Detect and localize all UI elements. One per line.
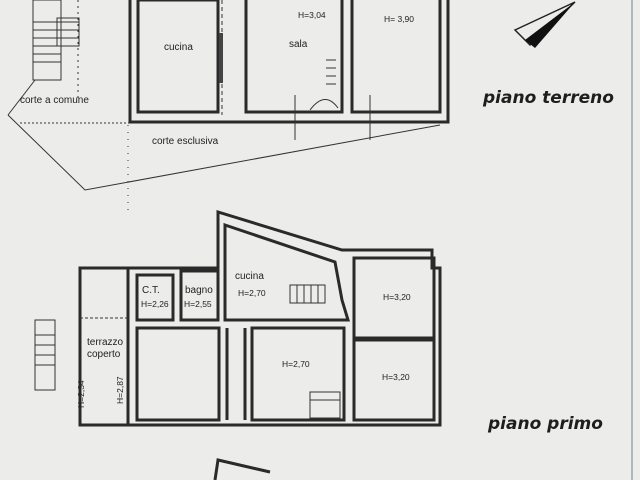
- compass-arrow-icon: [513, 1, 576, 48]
- terrace-label: coperto: [87, 349, 121, 360]
- stairs: [34, 319, 56, 391]
- ground-floor-plan: cucina sala H=3,04 H= 3,90 corte a comun…: [7, 0, 450, 215]
- room-height: H=2,26: [141, 299, 169, 309]
- room-height: H=2,70: [282, 359, 310, 369]
- room-ct: [135, 273, 175, 322]
- room-height: H=2,55: [184, 299, 212, 309]
- room-height: H= 3,90: [384, 14, 414, 24]
- room-cucina: [136, 0, 220, 114]
- room-label: cucina: [164, 42, 193, 53]
- area-label: corte esclusiva: [152, 136, 219, 147]
- room-height: H=3,20: [383, 292, 411, 302]
- courtyard-boundary: [7, 79, 36, 116]
- room-height: H=2,70: [238, 288, 266, 298]
- floor-title: piano primo: [487, 414, 603, 434]
- terrace-height: H=2,87: [115, 376, 125, 404]
- room-height: H=3,04: [298, 10, 326, 20]
- room-label: bagno: [185, 285, 213, 296]
- stairs: [32, 0, 80, 81]
- terrace-height: H=2,34: [76, 380, 86, 408]
- room-bagno: [179, 269, 220, 322]
- room-label: cucina: [235, 271, 264, 282]
- floor-title: piano terreno: [482, 88, 614, 108]
- stairs: [289, 284, 341, 419]
- first-floor-plan: C.T. H=2,26 bagno H=2,55 cucina H=2,70 H…: [34, 209, 442, 427]
- stair-sala: [309, 59, 339, 111]
- area-label: corte a comune: [20, 95, 89, 106]
- next-floor-partial: [213, 458, 271, 480]
- room-label: sala: [289, 39, 308, 50]
- room-label: C.T.: [142, 285, 160, 296]
- terrace-label: terrazzo: [87, 337, 124, 348]
- room-height: H=3,20: [382, 372, 410, 382]
